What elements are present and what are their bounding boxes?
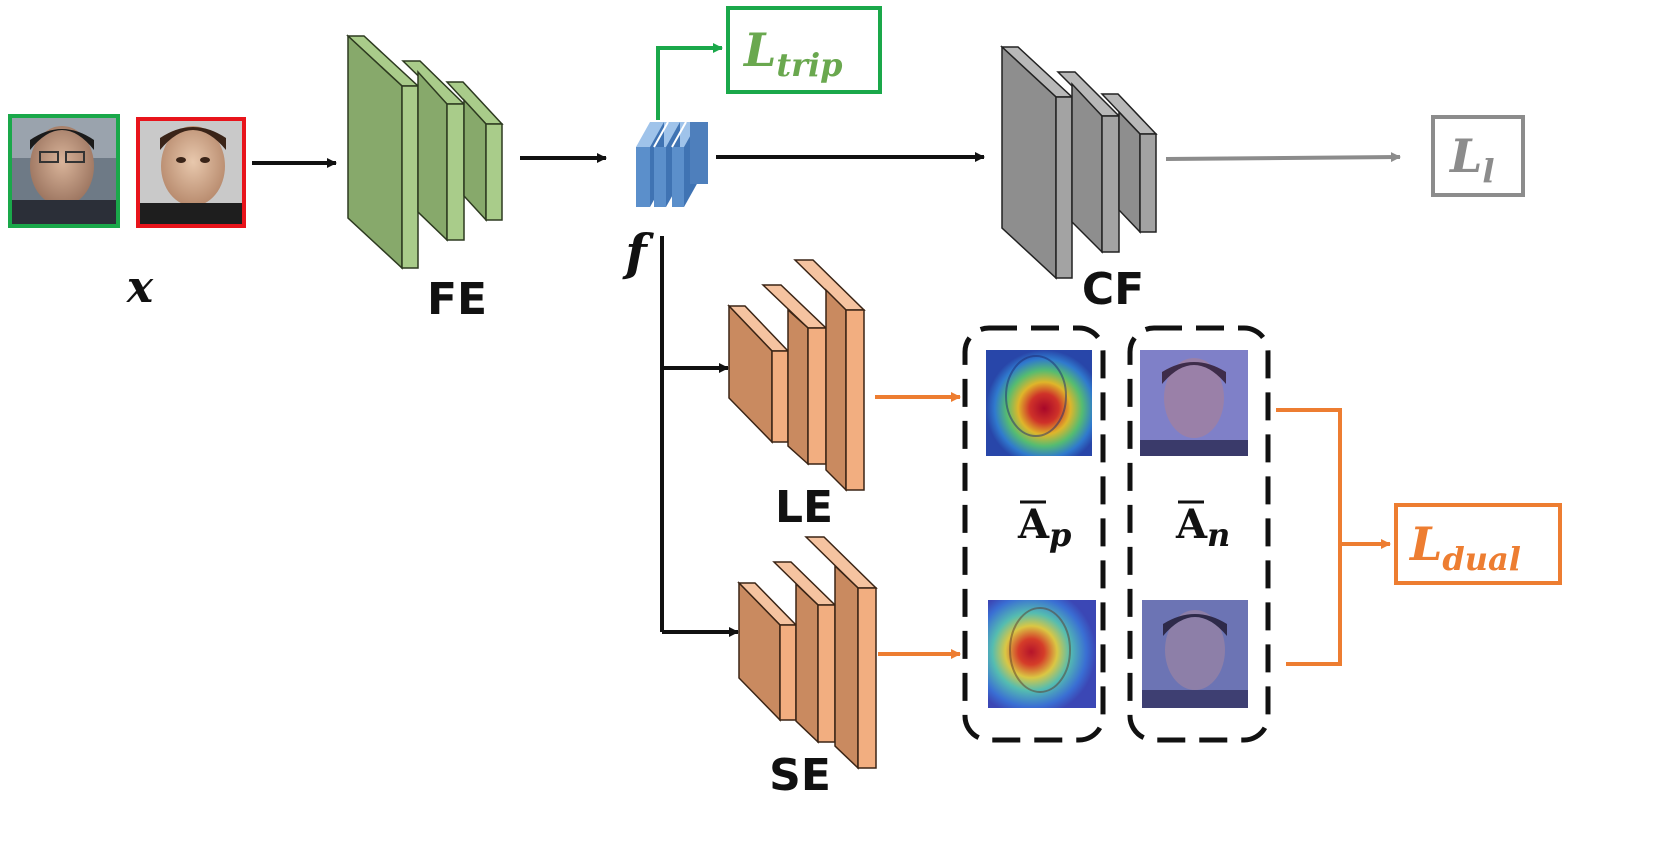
feature-block xyxy=(636,121,708,207)
input-image-negative xyxy=(136,117,246,228)
bracket-to-ldual xyxy=(1276,408,1342,666)
ll-box xyxy=(1431,115,1525,197)
cf-label: CF xyxy=(1082,264,1144,315)
arrow-cf-to-ll xyxy=(1165,152,1401,163)
ltrip-box xyxy=(726,6,882,94)
le-label: LE xyxy=(775,482,833,533)
fe-label: FE xyxy=(427,274,487,325)
ltrip-label: Ltrip xyxy=(742,23,843,84)
ldual-box xyxy=(1394,503,1562,585)
svg-text:An: An xyxy=(1175,501,1230,554)
heatmap-se-image xyxy=(988,600,1096,708)
ll-label: Ll xyxy=(1448,129,1495,190)
input-image-anchor xyxy=(8,114,120,228)
an-label: An xyxy=(1175,500,1230,554)
negative-face-top-image xyxy=(1140,350,1248,456)
se-label: SE xyxy=(769,750,831,801)
attention-positive-group xyxy=(962,325,1106,743)
negative-face-bottom-image xyxy=(1142,600,1248,708)
heatmap-le-image xyxy=(986,350,1092,456)
attention-negative-group xyxy=(1127,325,1271,743)
arrow-f-to-ltrip xyxy=(656,43,723,120)
input-label: x xyxy=(126,262,154,313)
svg-text:Ap: Ap xyxy=(1017,501,1071,554)
feature-label: f xyxy=(622,223,654,282)
le-block xyxy=(727,259,866,492)
fe-block xyxy=(346,34,504,270)
cf-block xyxy=(1000,45,1158,280)
ap-label: Ap xyxy=(1017,500,1071,554)
se-block xyxy=(737,536,878,770)
ldual-label: Ldual xyxy=(1408,517,1521,578)
